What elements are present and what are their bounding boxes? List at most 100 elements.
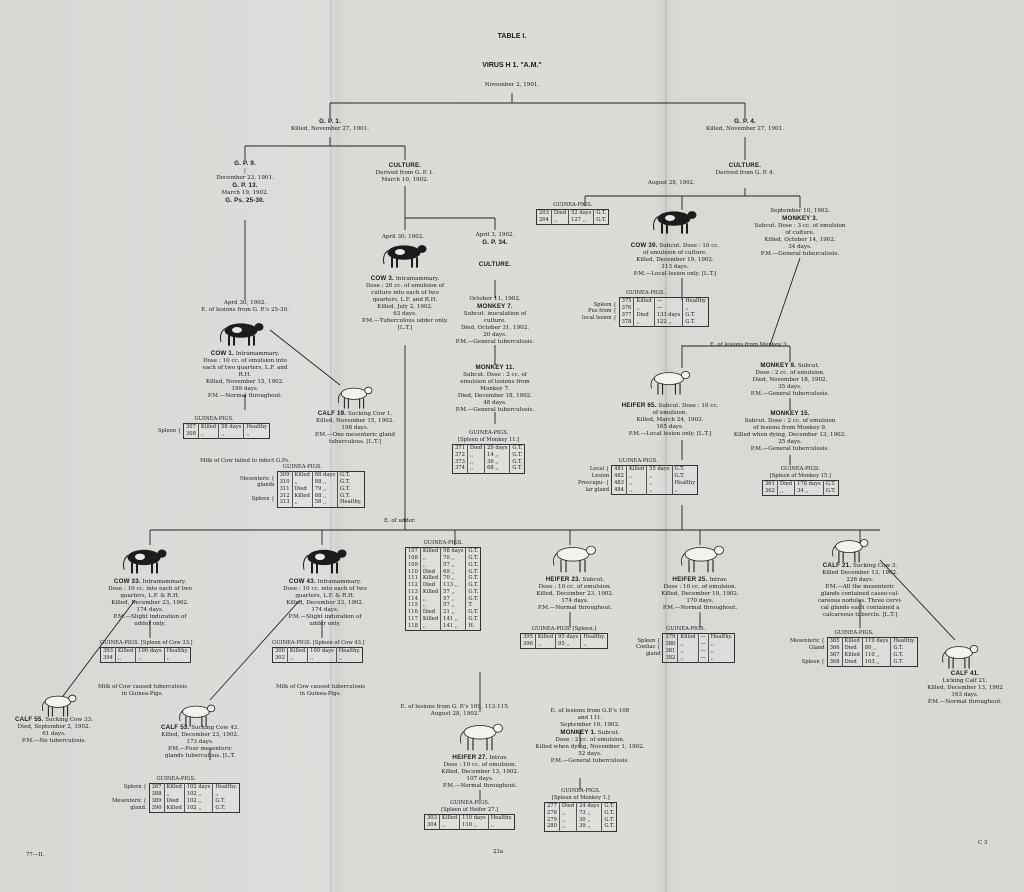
node-monkey15: MONKEY 15.Subcut. Dose : 2 cc. of emulsi… xyxy=(730,410,850,453)
table-cell: 102 days 102 ,, 102 ,, 102 ,, xyxy=(183,783,213,813)
table-cell: G.T. G.T. G.T. G.T. G.T. G.T. G.T. G.T. … xyxy=(465,547,481,631)
table-cell: G.T. G.T. G.T. G.T. xyxy=(601,802,617,831)
calf-figure xyxy=(681,545,724,573)
table-cell: Died ,, xyxy=(550,209,569,225)
table-cell: Healthy ,, xyxy=(243,423,270,439)
node-text: Subcut. Dose : 2 cc. of emulsion of lesi… xyxy=(455,371,535,413)
table-cell: Killed ,, ,, ,, xyxy=(625,465,647,495)
node-monkey1: E. of lesions from G.P.'s 108 and 111. S… xyxy=(530,708,650,765)
note-lesions-monkey3: E. of lesions from Monkey 3. xyxy=(710,342,789,348)
gp-caption: GUINEA-PIGS. xyxy=(666,626,706,632)
node-heifer27: HEIFER 27. Intrav. Dose : 10 cc. of emul… xyxy=(425,754,535,790)
node-title: COW 1. xyxy=(210,350,234,357)
node-cow1-date: April 30, 1902. E. of lesions from G. P.… xyxy=(201,300,289,313)
gp-caption: GUINEA-PIGS. xyxy=(423,540,463,546)
node-monkey11: MONKEY 11.Subcut. Dose : 2 cc. of emulsi… xyxy=(445,364,545,414)
node-text: Intrav. Dose : 10 cc. of emulsion. Kille… xyxy=(441,755,519,789)
node-date: October 11, 1902. xyxy=(469,296,521,302)
node-gp34: April 3, 1902.G. P. 34.CULTURE. xyxy=(455,232,535,269)
gp-side-label: Mesenteric { glands Spleen { xyxy=(240,475,275,502)
cow-figure xyxy=(653,211,697,234)
table-cell: 387 388 389 390 xyxy=(151,784,162,811)
node-culture-left: CULTURE.Derived from G. P. 1. March 10, … xyxy=(350,162,460,184)
node-title: HEIFER 65. xyxy=(621,402,657,409)
node-text: Subcut. Dose : 2 cc. of emulsion. Died, … xyxy=(750,363,830,397)
node-text: Subcut. inoculation of culture. Died, Oc… xyxy=(455,310,535,345)
node-monkey9: MONKEY 9. Subcut. Dose : 2 cc. of emulsi… xyxy=(735,362,845,398)
calf-figure xyxy=(942,645,979,669)
node-title: CALF 21. xyxy=(822,562,852,569)
node-cow43: COW 43. Intramammary. Dose : 10 cc. into… xyxy=(270,578,380,628)
table-cell: — — 133 days 122 ,, xyxy=(653,297,683,327)
node-calf53: CALF 53. Sucking Cow 43. Killed, Decembe… xyxy=(140,724,260,760)
node-calf55: CALF 55. Sucking Cow 33. Died, September… xyxy=(4,716,104,745)
node-date: September 10, 1902. xyxy=(770,208,830,214)
table-cell: G.T. G.T. G.T. G.T. Healthy. xyxy=(337,471,365,507)
table-cell: Healthy. ,, xyxy=(163,647,191,663)
node-calf19: CALF 19. Sucking Cow 1. Killed, November… xyxy=(300,410,410,446)
table-cell: — — — — xyxy=(697,633,709,663)
table-cell: Killed ,, Died Killed xyxy=(163,783,185,813)
table-cell: 379 380 381 382 xyxy=(665,634,676,661)
note-cow1-milk: Milk of Cow failed to infect G.Ps. xyxy=(200,458,290,464)
node-title: COW 33. xyxy=(113,578,141,585)
table-cell: G.T. G.T. xyxy=(593,209,609,225)
gp-side-label: Spleen { Pus from { local lesion { xyxy=(582,301,617,322)
node-title: CALF 41. xyxy=(950,670,980,677)
cow-figure xyxy=(220,323,264,346)
calf-heifer27 xyxy=(460,723,503,751)
calf-heifer25 xyxy=(681,545,724,573)
gp-side-label: Spleen { Mesenteric { gland. xyxy=(112,784,147,811)
table-cell: 58 days ,, xyxy=(218,423,244,439)
node-monkey7: October 11, 1902.MONKEY 7.Subcut. inocul… xyxy=(445,296,545,346)
link xyxy=(879,559,956,641)
node-title: CALF 53. xyxy=(160,724,190,731)
node-text: Sucking Cow 33. Died, September 2, 1902.… xyxy=(17,717,94,744)
table-cell: 24 days 73 ,, 30 ,, 39 ,, xyxy=(576,802,602,831)
cow-cow33 xyxy=(123,549,167,574)
link xyxy=(769,257,801,346)
node-title: HEIFER 25. xyxy=(672,576,708,583)
node-text: March 19, 1902. xyxy=(221,189,269,196)
calf-calf41 xyxy=(942,645,979,669)
table-cell: Healthy ,, G.T. G.T. xyxy=(682,297,709,327)
cow-cow43 xyxy=(303,549,347,574)
node-text: Killed, November 27, 1901. xyxy=(705,125,785,132)
table-cell: 303 304 xyxy=(427,815,437,828)
node-calf41: CALF 41.Licking Calf 21. Killed, Decembe… xyxy=(910,670,1020,706)
gp-caption: GUINEA-PIGS. [Spleen of Heifer 27.] xyxy=(441,800,499,813)
table-cell: Killed ,, xyxy=(438,814,460,830)
node-gp4: G. P. 4.Killed, November 27, 1901. xyxy=(685,118,805,133)
gp-caption: GUINEA-PIGS. [Spleen of Monkey 11.] xyxy=(458,430,520,443)
gp-caption: GUINEA-PIGS. xyxy=(156,776,196,782)
gp-table-calf19: GUINEA-PIGS.Mesenteric { glands Spleen {… xyxy=(240,464,365,508)
table-cell: Healthy. ,, xyxy=(487,814,515,830)
gp-caption: GUINEA-PIGS. [Spleen.] xyxy=(531,626,597,632)
table-cell: G.T. G.T. G.T. G.T. xyxy=(509,444,525,473)
table-cell: 107 108 109 110 111 112 113 114 115 116 … xyxy=(408,548,418,629)
node-title: CULTURE. xyxy=(388,162,422,169)
cow-figure xyxy=(383,245,427,268)
node-text: Intramammary. Dose : 10 cc. of emulsion … xyxy=(202,351,288,399)
node-title: CULTURE. xyxy=(478,260,512,268)
node-cow1: COW 1. Intramammary. Dose : 10 cc. of em… xyxy=(190,350,300,400)
virus-date: November 2, 1901. xyxy=(484,82,540,88)
virus-title: VIRUS H 1. "A.M." xyxy=(482,62,542,69)
